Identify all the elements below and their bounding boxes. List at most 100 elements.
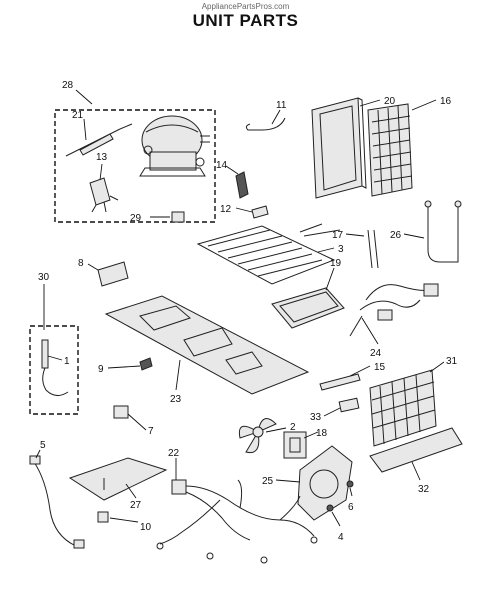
part-20-panel[interactable] [311, 97, 367, 199]
leader-27 [125, 483, 137, 499]
part-19-drain-pan[interactable] [271, 287, 345, 329]
part-31-condenser[interactable] [369, 369, 437, 447]
callout-30: 30 [38, 272, 50, 283]
leader-14 [225, 165, 239, 175]
leader-17 [345, 233, 365, 237]
leader-33 [323, 407, 341, 417]
part-33-pad[interactable] [338, 397, 360, 413]
leader-8 [87, 263, 99, 271]
callout-2: 2 [290, 422, 296, 433]
part-8-foam-tube[interactable] [97, 261, 129, 287]
part-17-clip[interactable] [367, 229, 379, 269]
leader-2 [265, 427, 287, 433]
leader-20 [359, 99, 381, 107]
leader-15 [349, 365, 371, 377]
callout-8: 8 [78, 258, 84, 269]
part-5-tube[interactable] [29, 455, 85, 549]
leader-11 [271, 109, 281, 125]
callout-12: 12 [220, 204, 232, 215]
callout-14: 14 [216, 160, 228, 171]
part-29-grommet[interactable] [171, 211, 185, 223]
callout-29: 29 [130, 213, 142, 224]
part-15-bolt[interactable] [319, 373, 361, 391]
callout-3: 3 [338, 244, 344, 255]
part-13-relay[interactable] [89, 177, 119, 213]
watermark: AppliancePartsPros.com [201, 2, 290, 11]
part-12-clip[interactable] [251, 205, 269, 219]
leader-5 [35, 449, 41, 459]
leader-4 [331, 511, 341, 527]
callout-6: 6 [348, 502, 354, 513]
callout-9: 9 [98, 364, 104, 375]
heater-group-box [29, 325, 79, 415]
page-title: UNIT PARTS [192, 11, 299, 30]
callout-10: 10 [140, 522, 152, 533]
leader-21 [83, 118, 87, 141]
part-26-sensor[interactable] [424, 200, 462, 263]
callout-16: 16 [440, 96, 452, 107]
callout-4: 4 [338, 532, 344, 543]
callout-31: 31 [446, 356, 458, 367]
leader-12 [235, 207, 253, 213]
leader-18 [303, 431, 319, 439]
part-4-screw[interactable] [326, 504, 334, 512]
callout-21: 21 [72, 110, 84, 121]
callout-17: 17 [332, 230, 344, 241]
part-21-filter-tube[interactable] [65, 123, 133, 157]
callout-11: 11 [276, 100, 287, 111]
leader-9 [107, 365, 141, 369]
callout-23: 23 [170, 394, 182, 405]
leader-7 [127, 413, 147, 431]
callout-28: 28 [62, 80, 74, 91]
leader-16 [411, 99, 437, 111]
leader-28 [75, 89, 93, 105]
part-compressor[interactable] [139, 115, 210, 177]
leader-19 [325, 267, 335, 291]
callout-24: 24 [370, 348, 382, 359]
part-16-evaporator-coil[interactable] [367, 103, 413, 197]
callout-33: 33 [310, 412, 322, 423]
callout-25: 25 [262, 476, 274, 487]
callout-26: 26 [390, 230, 402, 241]
callout-13: 13 [96, 152, 108, 163]
part-3-condenser-coil[interactable] [196, 223, 341, 285]
part-6-screw[interactable] [346, 480, 354, 488]
part-27-sheet[interactable] [68, 457, 168, 501]
callout-1: 1 [64, 356, 70, 367]
callout-32: 32 [418, 484, 430, 495]
callout-19: 19 [330, 258, 342, 269]
callout-5: 5 [40, 440, 46, 451]
callout-20: 20 [384, 96, 396, 107]
leader-25 [275, 479, 301, 483]
leader-1 [47, 355, 63, 361]
part-14-bracket[interactable] [235, 171, 249, 199]
callout-15: 15 [374, 362, 386, 373]
leader-23 [175, 359, 181, 391]
part-7-grommet[interactable] [113, 405, 129, 419]
part-23-base-pan[interactable] [104, 295, 310, 395]
leader-26 [403, 233, 425, 239]
part-24-wire-harness[interactable] [349, 283, 439, 337]
leader-13 [99, 163, 103, 181]
callout-22: 22 [168, 448, 180, 459]
leader-10 [109, 517, 139, 523]
compressor-group-box [54, 109, 216, 223]
callout-27: 27 [130, 500, 142, 511]
leader-32 [411, 461, 421, 481]
callout-18: 18 [316, 428, 328, 439]
part-25-fan-bracket[interactable] [297, 445, 353, 521]
callout-7: 7 [148, 426, 154, 437]
part-32-shroud[interactable] [369, 427, 463, 473]
part-1-heater[interactable] [41, 339, 69, 396]
part-11-tube[interactable] [245, 117, 286, 131]
part-10-clip[interactable] [97, 511, 109, 523]
leader-6 [349, 487, 353, 497]
leader-24 [361, 317, 379, 345]
leader-3 [317, 247, 335, 253]
part-18-fan-motor[interactable] [283, 431, 307, 459]
part-9-screw[interactable] [139, 357, 153, 371]
part-22-main-harness[interactable] [156, 479, 318, 564]
part-2-fan-blade[interactable] [238, 418, 277, 454]
leader-31 [429, 361, 445, 373]
